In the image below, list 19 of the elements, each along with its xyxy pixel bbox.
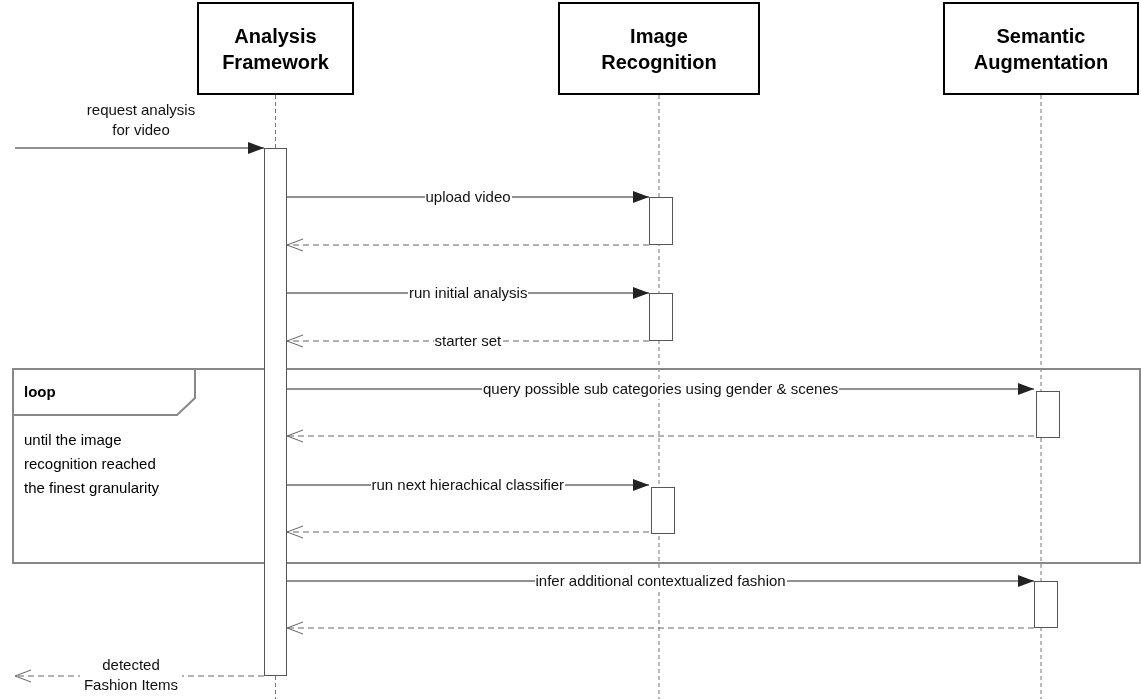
activation-bar	[1034, 581, 1058, 628]
return-arrow	[286, 621, 1035, 635]
activation-bar	[651, 487, 675, 534]
guard-condition: until the image recognition reached the finest granularity	[24, 430, 161, 498]
return-arrow	[286, 238, 650, 252]
participant-box: Semantic Augmentation	[943, 2, 1139, 95]
activation-bar	[649, 293, 673, 341]
message-label: query possible sub categories using gender & scenes	[482, 379, 840, 399]
return-arrow	[286, 525, 650, 539]
operator-label: loop	[24, 382, 56, 402]
activation-bar	[264, 148, 287, 676]
activation-bar	[1036, 391, 1060, 438]
message-label: infer additional contextualized fashion	[534, 571, 787, 591]
participant-box: Analysis Framework	[197, 2, 354, 95]
loop-frame	[12, 368, 1141, 564]
message-arrow	[14, 142, 265, 154]
activation-bar	[649, 197, 673, 245]
participant-box: Image Recognition	[558, 2, 760, 95]
return-arrow	[286, 429, 1035, 443]
